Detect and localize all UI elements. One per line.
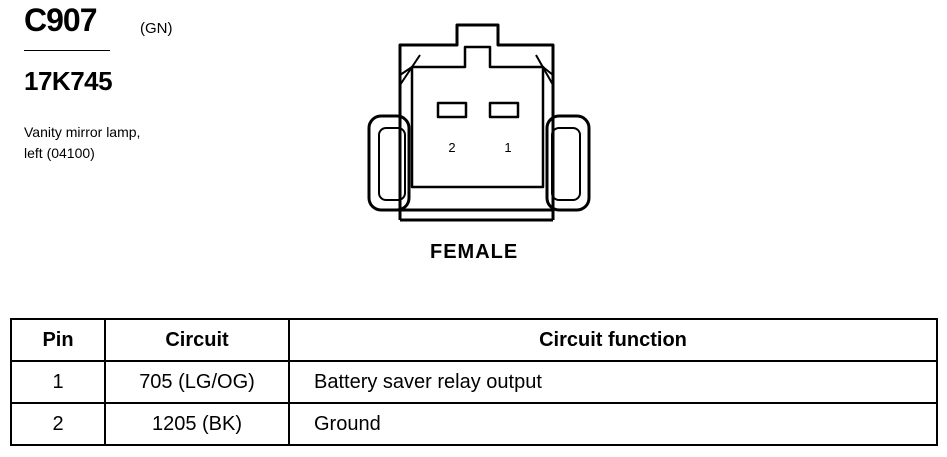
- header-pin: Pin: [10, 318, 106, 362]
- connector-id: C907: [24, 2, 97, 38]
- pin-1-label: 1: [504, 140, 511, 155]
- connector-face-diagram: 2 1: [367, 23, 591, 222]
- right-latch-inner: [551, 127, 581, 201]
- pin-cell: 2: [10, 402, 106, 446]
- connector-description: Vanity mirror lamp, left (04100): [24, 122, 140, 164]
- pin-1-cavity: [488, 101, 520, 119]
- pinout-table: Pin Circuit Circuit function 1 705 (LG/O…: [10, 318, 938, 446]
- pin-2-label: 2: [448, 140, 455, 155]
- housing-inner: [410, 45, 545, 189]
- connector-gender: FEMALE: [430, 241, 519, 263]
- connector-color-code: (GN): [140, 20, 173, 37]
- table-row: 1 705 (LG/OG) Battery saver relay output: [10, 360, 938, 404]
- function-cell: Ground: [288, 402, 938, 446]
- right-latch: [545, 114, 591, 212]
- pin-cell: 1: [10, 360, 106, 404]
- title-underline: [24, 50, 110, 51]
- description-line-1: Vanity mirror lamp,: [24, 124, 141, 140]
- circuit-cell: 705 (LG/OG): [104, 360, 290, 404]
- circuit-cell: 1205 (BK): [104, 402, 290, 446]
- description-line-2: left (04100): [24, 145, 95, 161]
- header-circuit: Circuit: [104, 318, 290, 362]
- pin-2-cavity: [436, 101, 468, 119]
- table-header-row: Pin Circuit Circuit function: [10, 318, 938, 362]
- header-circuit-function: Circuit function: [288, 318, 938, 362]
- table-row: 2 1205 (BK) Ground: [10, 402, 938, 446]
- left-latch: [367, 114, 411, 212]
- part-number: 17K745: [24, 66, 113, 96]
- housing-outer: [398, 23, 555, 212]
- function-cell: Battery saver relay output: [288, 360, 938, 404]
- left-latch-inner: [378, 127, 406, 201]
